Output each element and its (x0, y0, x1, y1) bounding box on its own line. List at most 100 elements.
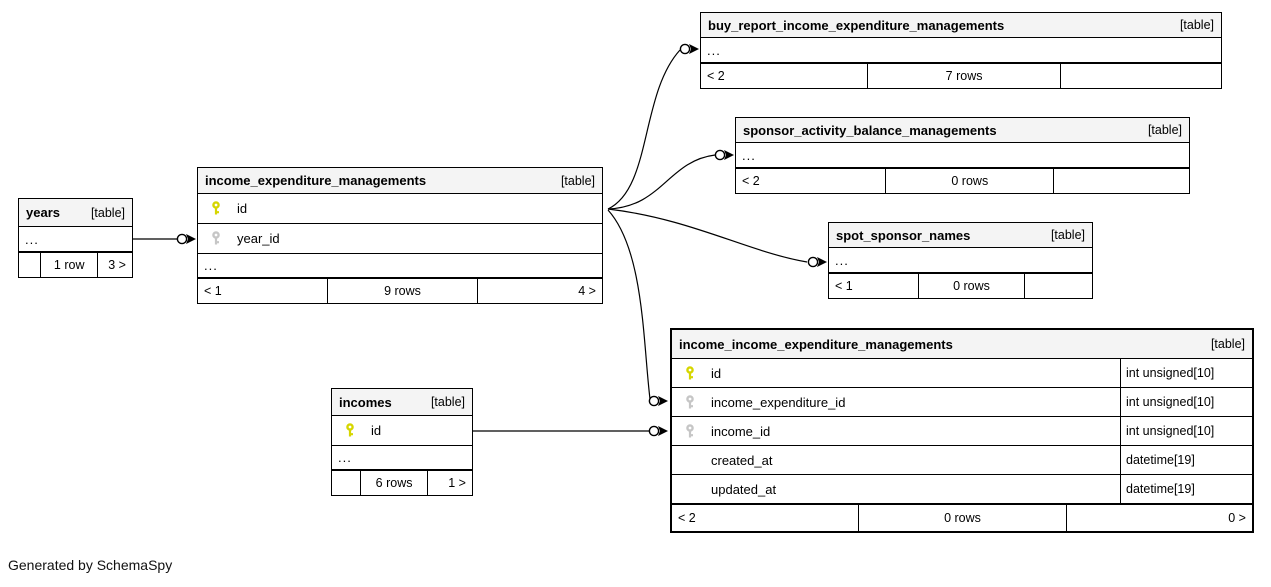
column-name: created_at (711, 452, 773, 468)
entity-name: income_income_expenditure_managements (679, 336, 953, 352)
foreign-key-icon (211, 231, 224, 246)
child-count (1059, 64, 1221, 88)
column-row-created_at: created_at datetime[19] (672, 446, 1252, 475)
elided-columns-row: ... (736, 143, 1189, 168)
elided-columns-row: ... (19, 227, 132, 252)
parent-count (332, 471, 360, 495)
arrowhead-glyph (724, 150, 734, 160)
column-row-id: id int unsigned[10] (672, 359, 1252, 388)
entity-type-tag: [table] (90, 205, 125, 220)
column-row-id: id (198, 194, 602, 224)
parent-count: < 1 (835, 279, 853, 293)
child-count: 0 > (1066, 505, 1252, 531)
zero-circle-glyph (714, 149, 726, 161)
column-cell: id (198, 194, 602, 223)
entity-stats-footer: < 1 0 rows (829, 273, 1092, 298)
child-count: 4 > (476, 279, 602, 303)
zero-circle-glyph (679, 43, 691, 55)
entity-income_income_expenditure_managements[interactable]: income_income_expenditure_managements [ta… (670, 328, 1254, 533)
entity-type-tag: [table] (1147, 123, 1182, 137)
column-name: id (371, 423, 382, 438)
entity-type-tag: [table] (1050, 228, 1085, 242)
entity-type-tag: [table] (560, 173, 595, 188)
row-count: 0 rows (885, 169, 1053, 193)
ellipsis-label: ... (25, 231, 39, 247)
entity-header-incomes[interactable]: incomes [table] (332, 389, 472, 416)
entity-header-buy_report_income_expenditure_managements[interactable]: buy_report_income_expenditure_management… (701, 13, 1221, 38)
arrowhead-glyph (186, 234, 196, 244)
row-count: 0 rows (918, 274, 1023, 298)
elided-columns-row: ... (198, 254, 602, 278)
column-cell: income_id (672, 417, 1120, 445)
column-cell: id (672, 359, 1120, 387)
arrowhead-glyph (817, 257, 827, 267)
column-name: income_expenditure_id (711, 394, 846, 410)
connector-income_expenditure_managements-to-spot_sponsor_names (607, 208, 827, 268)
row-count: 0 rows (857, 505, 1067, 531)
column-datatype: datetime[19] (1120, 446, 1252, 474)
entity-name: income_expenditure_managements (205, 173, 427, 188)
row-count: 7 rows (867, 64, 1059, 88)
elided-columns-row: ... (829, 248, 1092, 273)
entity-header-years[interactable]: years [table] (19, 199, 132, 227)
entity-buy_report_income_expenditure_managements[interactable]: buy_report_income_expenditure_management… (700, 12, 1222, 89)
connector-income_expenditure_managements-to-sponsor_activity_balance_managements (607, 149, 734, 210)
column-name: id (711, 365, 722, 381)
zero-circle-glyph (176, 233, 188, 245)
ellipsis-label: ... (835, 252, 849, 268)
entity-type-tag: [table] (1210, 337, 1245, 351)
entity-spot_sponsor_names[interactable]: spot_sponsor_names[table]... < 1 0 rows (828, 222, 1093, 299)
arrowhead-glyph (658, 426, 668, 436)
zero-circle-glyph (807, 256, 819, 268)
column-name: id (237, 201, 248, 216)
child-count: 3 > (96, 253, 132, 277)
column-row-year_id: year_id (198, 224, 602, 254)
column-datatype: int unsigned[10] (1120, 359, 1252, 387)
entity-header-sponsor_activity_balance_managements[interactable]: sponsor_activity_balance_managements [tab… (736, 118, 1189, 143)
zero-circle-glyph (648, 395, 660, 407)
row-count: 9 rows (327, 279, 476, 303)
primary-key-icon (345, 423, 358, 438)
parent-count (19, 253, 40, 277)
entity-header-spot_sponsor_names[interactable]: spot_sponsor_names[table] (829, 223, 1092, 248)
column-cell: year_id (198, 224, 602, 253)
entity-name: incomes (339, 394, 392, 410)
column-name: year_id (237, 231, 280, 246)
arrowhead-glyph (658, 396, 668, 406)
entity-sponsor_activity_balance_managements[interactable]: sponsor_activity_balance_managements [tab… (735, 117, 1190, 194)
foreign-key-icon (685, 423, 698, 439)
entity-type-tag: [table] (430, 395, 465, 409)
column-datatype: int unsigned[10] (1120, 417, 1252, 445)
connector-income_expenditure_managements-to-income_income_expenditure_managements-income_expenditure_id (607, 209, 668, 407)
parent-count: < 2 (707, 69, 725, 83)
column-datatype: datetime[19] (1120, 475, 1252, 503)
primary-key-icon (211, 201, 224, 216)
entity-name: buy_report_income_expenditure_management… (708, 17, 1005, 33)
entity-income_expenditure_managements[interactable]: income_expenditure_managements [table] id y… (197, 167, 603, 304)
child-count: 1 > (427, 471, 472, 495)
row-count: 1 row (40, 253, 97, 277)
column-row-id: id (332, 416, 472, 446)
entity-header-income_expenditure_managements[interactable]: income_expenditure_managements [table] (198, 168, 602, 194)
entity-stats-footer: < 2 0 rows (736, 168, 1189, 193)
elided-columns-cell: ... (829, 248, 1092, 272)
connector-years-to-income_expenditure_managements-year_id (133, 233, 196, 245)
parent-count: < 2 (678, 511, 696, 525)
zero-circle-glyph (648, 425, 660, 437)
entity-header-income_income_expenditure_managements[interactable]: income_income_expenditure_managements [ta… (672, 330, 1252, 359)
primary-key-icon (685, 365, 698, 381)
entity-name: years (26, 205, 60, 220)
entity-name: sponsor_activity_balance_managements (743, 122, 997, 138)
arrowhead-glyph (689, 44, 699, 54)
parent-count: < 1 (204, 284, 222, 298)
row-count: 6 rows (360, 471, 427, 495)
elided-columns-row: ... (701, 38, 1221, 63)
column-datatype: int unsigned[10] (1120, 388, 1252, 416)
parent-count: < 2 (742, 174, 760, 188)
